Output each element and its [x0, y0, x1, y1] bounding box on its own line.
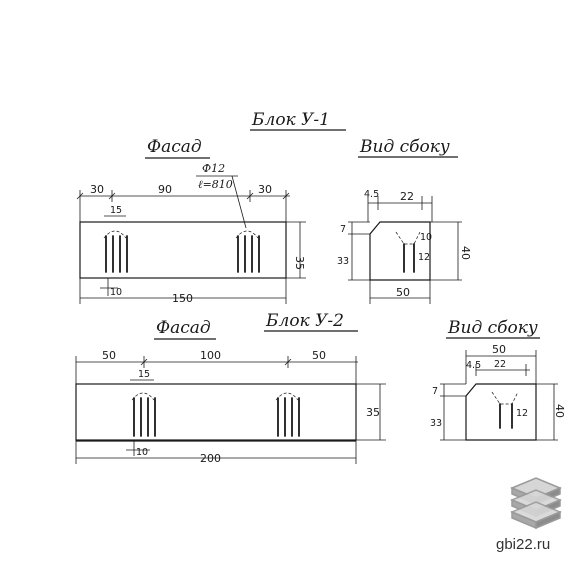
block1-facade-top-dimension — [76, 190, 290, 222]
block1-facade-dim-total: 150 — [172, 292, 193, 305]
block1-facade-height-dimension — [286, 221, 306, 279]
block1-side-dim-10: 10 — [420, 232, 432, 243]
block1-facade-dim-height: 35 — [293, 256, 306, 270]
block2-side-loop — [491, 391, 519, 429]
block2-facade-height-dimension — [356, 383, 386, 441]
block1-side-width-dimension — [369, 280, 431, 304]
block1-facade-dim-bottom-small: 10 — [110, 287, 122, 298]
block2-facade-outline — [75, 383, 357, 441]
site-watermark: gbi22.ru — [496, 536, 551, 553]
block2-facade-dim-total: 200 — [200, 452, 221, 465]
block1-facade-loop-right — [235, 230, 260, 273]
block2-title: Блок У-2 — [265, 311, 344, 331]
block1-side-dim-7: 7 — [340, 224, 346, 235]
block1-side-dim-top: 22 — [400, 190, 414, 203]
block2-facade-loop-right — [275, 392, 300, 437]
block1-facade-title: Фасад — [147, 137, 202, 157]
block2-side-dim-12: 12 — [516, 408, 528, 419]
block2-facade-title: Фасад — [156, 318, 211, 338]
block1-facade-loop-left — [103, 230, 128, 273]
block2-facade-bottom-dimension — [75, 440, 357, 464]
block2-facade-top-dimension — [75, 356, 358, 384]
block1-facade-dim-mid: 90 — [158, 183, 172, 196]
block2-side-dim-7: 7 — [432, 386, 438, 397]
block2-side-top-dimension — [465, 350, 537, 384]
block1-facade-rebar-leader — [231, 175, 247, 229]
block2-facade-dim-left: 50 — [102, 349, 116, 362]
block2-side-dim-33: 33 — [430, 418, 442, 429]
block1-facade-dim-right: 30 — [258, 183, 272, 196]
block1-facade-rebar-dia: Ф12 — [202, 162, 225, 175]
block1-title: Блок У-1 — [251, 110, 330, 130]
block2-side-dim-top: 22 — [494, 359, 506, 370]
block1-side-left-dimension — [348, 221, 370, 281]
block1-side-dim-chamfer: 4.5 — [364, 189, 379, 200]
block1-facade-bottom-dimension — [79, 278, 287, 304]
block2-facade-dim-mid: 100 — [200, 349, 221, 362]
block1-facade-rebar-len: ℓ=810 — [198, 178, 233, 191]
block1-side-dim-height: 40 — [459, 246, 472, 260]
block2-facade-dim-height: 35 — [366, 406, 380, 419]
block1-side-dim-width: 50 — [396, 286, 410, 299]
block2-side-outline — [465, 383, 537, 441]
block1-side-height-dimension — [430, 221, 462, 281]
block1-side-title: Вид сбоку — [359, 137, 450, 157]
block1-side-dim-12: 12 — [418, 252, 430, 263]
block1-facade-dim-loop: 15 — [110, 205, 122, 216]
block1-side-outline — [369, 221, 431, 281]
block2-side-dim-width: 50 — [492, 343, 506, 356]
block1-side-loop — [395, 231, 421, 273]
block2-side-height-dimension — [536, 383, 558, 441]
block2-side-dim-height: 40 — [553, 404, 566, 418]
block2-facade-dim-loop: 15 — [138, 369, 150, 380]
block1-facade-dim-left: 30 — [90, 183, 104, 196]
block2-facade-dim-right: 50 — [312, 349, 326, 362]
block1-side-dim-33: 33 — [337, 256, 349, 267]
block2-side-left-dimension — [440, 383, 466, 441]
block2-side-title: Вид сбоку — [447, 318, 538, 338]
block1-facade-outline — [79, 221, 287, 279]
stacked-blocks-logo-icon — [510, 477, 562, 530]
block2-facade-dim-bottom-small: 10 — [136, 447, 148, 458]
block1-side-top-dimension — [367, 196, 433, 222]
block2-side-dim-chamfer: 4.5 — [466, 360, 481, 371]
block2-facade-loop-left — [131, 392, 156, 437]
